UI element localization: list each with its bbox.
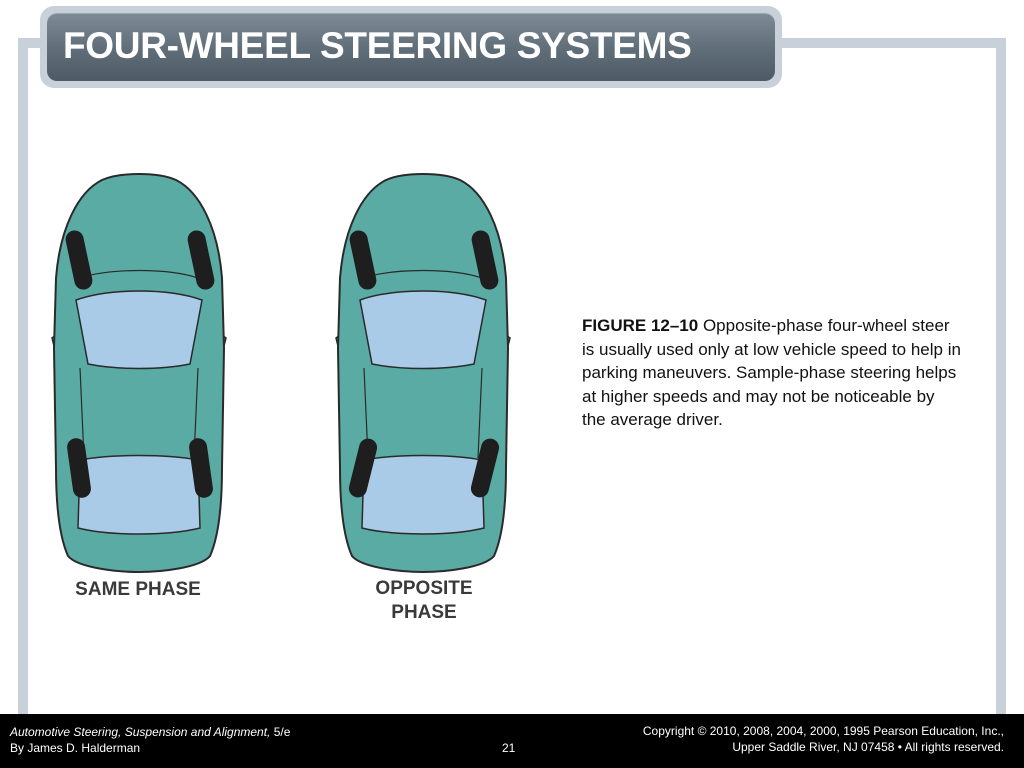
opposite-phase-label-line2: PHASE bbox=[391, 602, 456, 623]
rear-left-tire bbox=[348, 438, 378, 498]
rear-left-tire bbox=[67, 438, 91, 498]
footer-bar: Automotive Steering, Suspension and Alig… bbox=[0, 714, 1024, 768]
book-title: Automotive Steering, Suspension and Alig… bbox=[10, 725, 271, 739]
windshield bbox=[359, 290, 487, 370]
slide-title: FOUR-WHEEL STEERING SYSTEMS bbox=[63, 25, 692, 66]
title-panel: FOUR-WHEEL STEERING SYSTEMS bbox=[47, 13, 775, 81]
figure-number: FIGURE 12–10 bbox=[582, 316, 699, 335]
car-same-phase: SAME PHASE bbox=[51, 173, 227, 600]
front-left-tire bbox=[65, 230, 93, 290]
copyright-line-2: Upper Saddle River, NJ 07458 • All right… bbox=[732, 740, 1004, 754]
caption-text: Opposite-phase four-wheel steer is usual… bbox=[582, 316, 961, 429]
front-right-tire bbox=[471, 230, 499, 290]
frame-left-border bbox=[18, 38, 28, 714]
same-phase-label: SAME PHASE bbox=[75, 579, 201, 600]
page-number: 21 bbox=[502, 741, 516, 755]
front-left-tire bbox=[349, 230, 377, 290]
rear-right-tire bbox=[189, 438, 213, 498]
car-opposite-phase: OPPOSITE PHASE bbox=[335, 173, 511, 623]
figure-caption: FIGURE 12–10 Opposite-phase four-wheel s… bbox=[582, 314, 962, 432]
front-right-tire bbox=[187, 230, 215, 290]
rear-right-tire bbox=[470, 438, 500, 498]
windshield bbox=[75, 290, 203, 370]
rear-window bbox=[361, 454, 485, 535]
book-edition: 5/e bbox=[270, 725, 291, 739]
book-reference: Automotive Steering, Suspension and Alig… bbox=[10, 725, 290, 739]
title-bar: FOUR-WHEEL STEERING SYSTEMS bbox=[40, 6, 782, 88]
book-author: By James D. Halderman bbox=[10, 741, 141, 755]
rear-window bbox=[77, 454, 201, 535]
frame-right-border bbox=[996, 38, 1006, 714]
opposite-phase-label-line1: OPPOSITE bbox=[375, 578, 472, 599]
four-wheel-steering-figure: SAME PHASE OPPOSITE PHASE bbox=[51, 173, 511, 623]
copyright-line-1: Copyright © 2010, 2008, 2004, 2000, 1995… bbox=[642, 724, 1004, 738]
